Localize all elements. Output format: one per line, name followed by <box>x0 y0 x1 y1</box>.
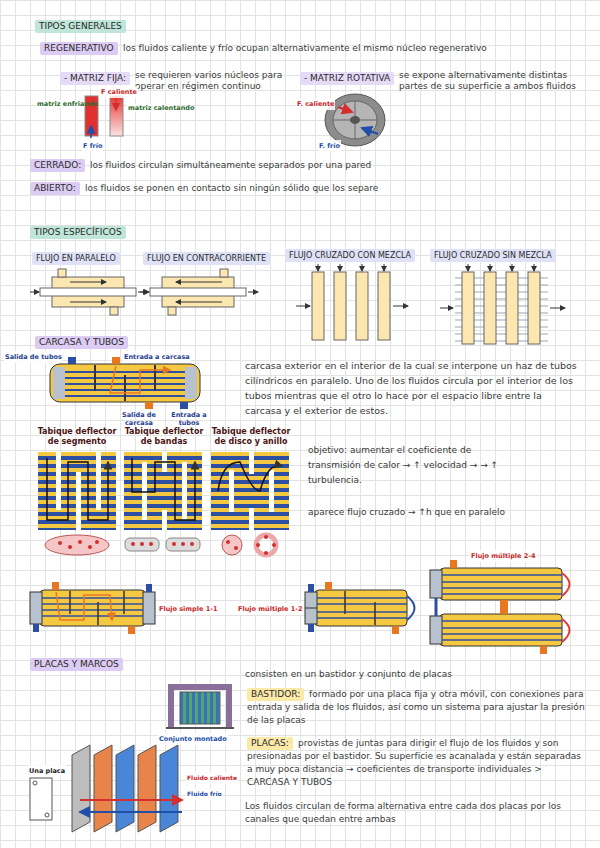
body-text: se requieren varios núcleos para operar … <box>135 70 285 92</box>
highlight-heading: FLUJO EN PARALELO <box>32 252 120 265</box>
figure-label: F. caliente <box>296 98 335 110</box>
figure-label: Conjunto montado <box>158 733 228 745</box>
body-text: carcasa exterior en el interior de la cu… <box>245 358 580 418</box>
figure-label: Entrada a tubos <box>168 411 210 427</box>
body-text: provistas de juntas para dirigir el fluj… <box>247 737 587 789</box>
highlight-heading: FLUJO CRUZADO CON MEZCLA <box>285 249 415 262</box>
figure-title: Tabique deflector de segmento <box>34 427 120 447</box>
heading-text: FLUJO CRUZADO SIN MEZCLA <box>434 251 552 260</box>
highlight-heading: FLUJO EN CONTRACORRIENTE <box>143 252 270 265</box>
highlight-heading: ABIERTO: <box>30 182 80 195</box>
figure-label: Entrada a carcasa <box>123 351 191 363</box>
single-pass-exchanger <box>30 582 155 634</box>
body-text: los fluidos circulan simultáneamente sep… <box>30 159 575 171</box>
heading-text: - MATRIZ ROTATIVA <box>304 73 390 83</box>
figure-label: Una placa <box>28 765 66 777</box>
body-text: consisten en un bastidor y conjunto de p… <box>245 668 585 680</box>
highlight-heading: BASTIDOR: <box>247 688 304 701</box>
heading-text: PLACAS Y MARCOS <box>34 659 119 669</box>
heading-text: BASTIDOR: <box>251 689 300 699</box>
figure-label: F frío <box>82 140 103 152</box>
body-text: se expone alternativamente distintas par… <box>399 70 579 92</box>
plate-stack <box>30 745 182 832</box>
figure-label: F. frío <box>318 140 341 152</box>
highlight-heading: CERRADO: <box>30 159 85 172</box>
shell-and-tube <box>50 357 200 409</box>
body-text: objetivo: aumentar el coeficiente de tra… <box>308 443 518 488</box>
disc-ring-baffle <box>211 452 289 555</box>
heading-text: TIPOS ESPECÍFICOS <box>34 227 122 237</box>
body-text: los fluidos caliente y frío ocupan alter… <box>40 42 580 54</box>
figure-label: matriz enfriando <box>36 100 84 108</box>
highlight-heading: PLACAS: <box>247 737 293 750</box>
band-baffle <box>124 452 202 551</box>
highlight-heading: CARCASA Y TUBOS <box>35 336 128 349</box>
highlight-heading: PLACAS Y MARCOS <box>30 658 123 671</box>
body-text: los fluidos se ponen en contacto sin nin… <box>30 182 575 194</box>
body-text: Los fluidos circulan de forma alternativ… <box>245 800 585 826</box>
figure-title: Tabique deflector de disco y anillo <box>208 427 294 447</box>
heading-text: ABIERTO: <box>34 183 76 193</box>
figure-label: Salida de carcasa <box>116 411 162 427</box>
heading-text: TIPOS GENERALES <box>39 21 122 31</box>
figure-label: Flujo simple 1-1 <box>158 603 218 615</box>
plate-frame-inset <box>166 684 234 728</box>
figure-label: Fluido frío <box>186 788 223 800</box>
two-four-exchanger <box>430 560 570 654</box>
heading-text: FLUJO EN PARALELO <box>36 254 116 263</box>
heading-text: FLUJO CRUZADO CON MEZCLA <box>289 251 411 260</box>
body-text: formado por una placa fija y otra móvil,… <box>247 688 587 727</box>
body-text: aparece flujo cruzado → ↑h que en parale… <box>308 505 508 520</box>
figure-label: F caliente <box>100 86 138 98</box>
figure-label: matriz calentando <box>127 104 177 112</box>
parallel-flow <box>30 269 148 315</box>
figure-title: Tabique deflector de bandas <box>121 427 207 447</box>
heading-text: PLACAS: <box>251 738 289 748</box>
highlight-heading: - MATRIZ FIJA: <box>60 72 130 85</box>
highlight-heading: REGENERATIVO <box>40 42 118 55</box>
highlight-heading: TIPOS GENERALES <box>35 20 126 33</box>
figure-label: Flujo múltiple 1-2 <box>237 603 304 615</box>
fixed-matrix <box>85 96 123 138</box>
heading-text: REGENERATIVO <box>44 43 114 53</box>
figure-label: Fluido caliente <box>186 772 238 784</box>
heading-text: CERRADO: <box>34 160 81 170</box>
highlight-heading: FLUJO CRUZADO SIN MEZCLA <box>430 249 556 262</box>
heading-text: CARCASA Y TUBOS <box>39 337 124 347</box>
heading-text: FLUJO EN CONTRACORRIENTE <box>147 254 266 263</box>
one-two-exchanger <box>305 582 415 634</box>
highlight-heading: - MATRIZ ROTATIVA <box>300 72 394 85</box>
counter-flow <box>140 269 258 315</box>
heading-text: - MATRIZ FIJA: <box>64 73 126 83</box>
cross-flow-unmixed <box>440 264 565 344</box>
figure-label: Flujo múltiple 2-4 <box>470 550 537 562</box>
segment-baffle <box>38 452 116 555</box>
figure-label: Salida de tubos <box>4 351 63 363</box>
highlight-heading: TIPOS ESPECÍFICOS <box>30 226 126 239</box>
cross-flow-mixed <box>296 264 408 340</box>
